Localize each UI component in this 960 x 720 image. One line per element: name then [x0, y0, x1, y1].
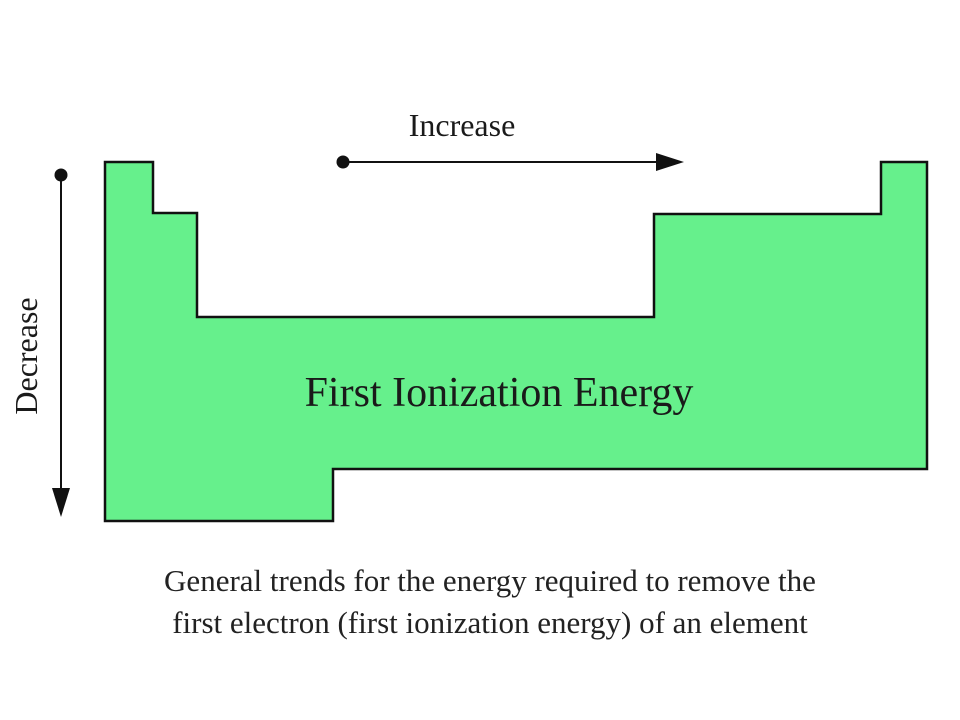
increase-arrowhead: [656, 153, 684, 171]
caption-line-2: first electron (first ionization energy)…: [172, 605, 808, 640]
decrease-arrowhead: [52, 488, 70, 517]
periodic-table-shape: [103, 160, 929, 523]
diagram-title: First Ionization Energy: [305, 370, 694, 416]
caption-line-1: General trends for the energy required t…: [164, 563, 816, 598]
increase-label: Increase: [409, 107, 516, 143]
decrease-label: Decrease: [8, 297, 44, 414]
